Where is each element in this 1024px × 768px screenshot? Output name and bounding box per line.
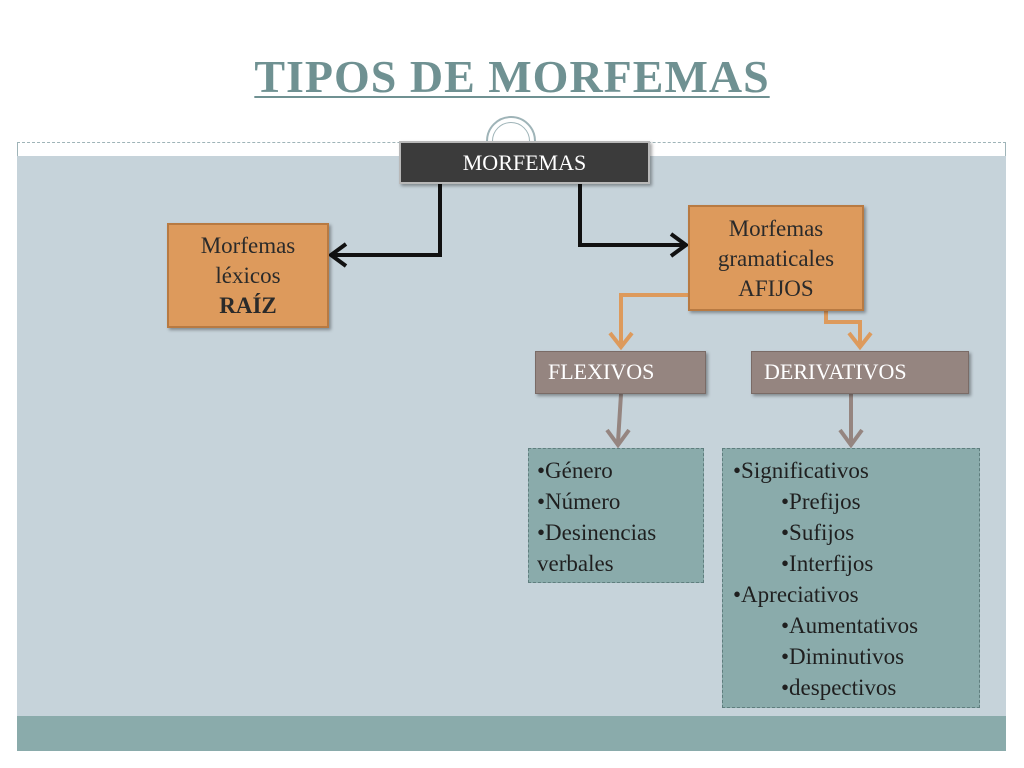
list-item-interfijos: •Interfijos <box>781 551 874 576</box>
list-item-aumentativos: •Aumentativos <box>781 613 919 638</box>
gramaticales-line1: Morfemas <box>728 216 824 241</box>
list-item: •Género <box>537 458 613 483</box>
list-item-apreciativos: •Apreciativos <box>733 582 859 607</box>
lexicos-line3: RAÍZ <box>219 293 277 318</box>
list-item-sufijos: •Sufijos <box>781 520 855 545</box>
derivativos-node: DERIVATIVOS <box>751 351 969 394</box>
morfemas-lexicos-node: Morfemas léxicos RAÍZ <box>167 223 329 328</box>
flexivos-node: FLEXIVOS <box>535 351 706 394</box>
gramaticales-line3: AFIJOS <box>738 276 814 301</box>
footer-band <box>17 716 1006 751</box>
list-item: verbales <box>537 551 614 576</box>
morfemas-root-node: MORFEMAS <box>399 141 650 184</box>
flexivos-list: •Género •Número •Desinencias verbales <box>528 448 704 583</box>
slide-title: TIPOS DE MORFEMAS <box>254 51 770 102</box>
derivativos-list: •Significativos •Prefijos •Sufijos •Inte… <box>722 448 980 708</box>
list-item-diminutivos: •Diminutivos <box>781 644 905 669</box>
lexicos-line1: Morfemas <box>200 233 296 258</box>
list-item-significativos: •Significativos <box>733 458 869 483</box>
list-item-despectivos: •despectivos <box>781 675 897 700</box>
lexicos-line2: léxicos <box>215 263 281 288</box>
list-item: •Desinencias <box>537 520 657 545</box>
list-item-prefijos: •Prefijos <box>781 489 861 514</box>
gramaticales-line2: gramaticales <box>717 246 835 271</box>
morfemas-gramaticales-node: Morfemas gramaticales AFIJOS <box>688 205 864 311</box>
list-item: •Número <box>537 489 621 514</box>
